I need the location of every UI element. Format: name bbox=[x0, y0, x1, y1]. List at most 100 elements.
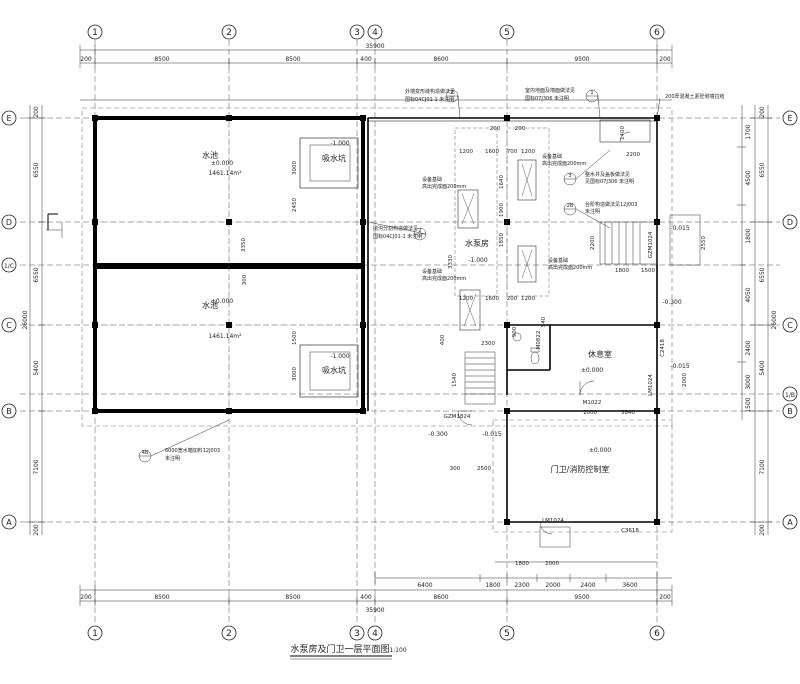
left-dim-4: 7100 bbox=[33, 459, 40, 474]
left-bubble-1c: 1/C bbox=[4, 263, 14, 270]
left-bubble-b: B bbox=[6, 407, 12, 416]
door-m1022: M1022 bbox=[583, 400, 602, 406]
inner-dim-34: 300 bbox=[242, 274, 248, 285]
inner-dim-25: 3000 bbox=[292, 161, 298, 175]
left-dim-1: 6550 bbox=[33, 162, 40, 177]
drawing-title-block: 水泵房及门卫一层平面图 1:100 bbox=[290, 643, 407, 660]
outside-level-2: -0.300 bbox=[662, 299, 682, 306]
left-axis-bubbles bbox=[1, 110, 17, 530]
inner-dim-29: 3000 bbox=[292, 367, 298, 381]
outside-level-4: -0.015 bbox=[670, 225, 690, 232]
equip-note-3b: 高出完成面200mm bbox=[548, 264, 592, 271]
note-top-3: 200厚混凝土素砼侧墙拉结 bbox=[665, 93, 725, 100]
bottom-dim-4: 8600 bbox=[433, 594, 448, 601]
bottom-dim-1: 8500 bbox=[154, 594, 169, 601]
top-bubble-3: 3 bbox=[354, 28, 360, 38]
right-dim-5: 200 bbox=[759, 524, 766, 536]
right-inner-4: 2400 bbox=[745, 340, 752, 355]
pump-level: -1.000 bbox=[468, 257, 488, 264]
inner-dim-32: 200 bbox=[490, 126, 501, 132]
inner-dim-28: 1500 bbox=[292, 331, 298, 345]
bottom-dim-5: 9500 bbox=[574, 594, 589, 601]
bottom-dim-3: 400 bbox=[360, 594, 372, 601]
right-dim-2: 6550 bbox=[759, 267, 766, 282]
equipment-bases bbox=[457, 119, 651, 331]
guard-room-name: 门卫/消防控制室 bbox=[551, 464, 610, 474]
window-c3618: C3618 bbox=[621, 528, 639, 534]
inner-dim-15: 1800 bbox=[615, 268, 629, 274]
drawing-title: 水泵房及门卫一层平面图 bbox=[290, 643, 389, 655]
rest-room-name: 休息室 bbox=[588, 349, 612, 359]
door-m0822: M0822 bbox=[536, 331, 542, 350]
top-dim-1: 8500 bbox=[154, 56, 169, 63]
grid-lines bbox=[20, 40, 780, 625]
inner-dim-21: 2200 bbox=[590, 236, 596, 250]
window-lm1024-right: LM1024 bbox=[648, 374, 654, 396]
window-lm1024-bottom: LM1024 bbox=[542, 518, 564, 524]
top-axis-bubbles bbox=[87, 24, 665, 40]
top-bubble-6: 6 bbox=[654, 28, 660, 38]
top-bubble-1: 1 bbox=[92, 28, 98, 38]
right-inner-5: 3000 bbox=[745, 374, 752, 389]
note-top-2b: 国标07J306 未注明 bbox=[525, 95, 569, 102]
right-bubble-c: C bbox=[787, 321, 793, 330]
top-dim-2: 8500 bbox=[285, 56, 300, 63]
equipment-hatch bbox=[461, 163, 533, 327]
inner-dim-33: 200 bbox=[515, 126, 526, 132]
site-boundary bbox=[81, 107, 673, 427]
ref-5: 2B bbox=[567, 203, 574, 209]
inner-dim-12: 1200 bbox=[521, 296, 535, 302]
inner-dim-10: 1600 bbox=[485, 296, 499, 302]
bottom-dim-2: 8500 bbox=[285, 594, 300, 601]
ref-4: 3 bbox=[568, 173, 571, 179]
left-bubble-e: E bbox=[6, 114, 11, 123]
pit-bottom-name: 吸水坑 bbox=[322, 365, 346, 375]
left-bubble-d: D bbox=[6, 218, 12, 227]
pool-top-area: 1461.14m² bbox=[208, 170, 242, 177]
door-gzm1824: GZM1824 bbox=[444, 414, 471, 420]
inner-dim-7: 1850 bbox=[499, 233, 505, 247]
equip-note-3: 设备基础 bbox=[548, 257, 568, 264]
inner-dim-30: 1800 bbox=[515, 561, 529, 567]
equip-note-2: 设备基础 bbox=[542, 153, 562, 160]
pump-room-walls bbox=[367, 117, 658, 411]
structural-columns bbox=[92, 115, 660, 525]
right-bubble-a: A bbox=[787, 518, 793, 527]
left-bubble-a: A bbox=[6, 518, 12, 527]
right-axis-bubbles bbox=[782, 110, 798, 530]
window-c2418: C2418 bbox=[660, 339, 666, 357]
top-dim-5: 9500 bbox=[574, 56, 589, 63]
inner-dim-11: 200 bbox=[507, 296, 518, 302]
bottom-detail-5: 3600 bbox=[622, 582, 637, 589]
callout-leaders bbox=[138, 89, 661, 463]
note-bottom: 6000宽水箱加料12J003 bbox=[165, 447, 220, 454]
inner-dim-1: 1200 bbox=[459, 149, 473, 155]
bottom-detail-0: 6400 bbox=[417, 582, 432, 589]
bottom-bubble-6: 6 bbox=[654, 629, 660, 639]
right-dim-1: 6550 bbox=[759, 162, 766, 177]
inner-dim-20: 2500 bbox=[477, 466, 491, 472]
top-bubble-5: 5 bbox=[504, 28, 510, 38]
bottom-dim-0: 200 bbox=[80, 594, 92, 601]
bottom-bubble-5: 5 bbox=[504, 629, 510, 639]
inner-dim-8: 3330 bbox=[448, 255, 454, 269]
pool-bottom-level: ±0.000 bbox=[211, 298, 233, 305]
inner-dim-6: 1900 bbox=[499, 203, 505, 217]
note-bottom-b: 未注明 bbox=[165, 455, 180, 462]
pump-room-name: 水泵房 bbox=[465, 238, 489, 248]
bottom-detail-2: 2300 bbox=[514, 582, 529, 589]
left-dimension-lines bbox=[26, 105, 63, 535]
inner-dim-19: 300 bbox=[450, 466, 461, 472]
right-bubble-d: D bbox=[787, 218, 793, 227]
inner-dim-17: 1000 bbox=[583, 410, 597, 416]
note-top-1b: 国标04CJ01-1 未注明 bbox=[405, 96, 454, 103]
left-dim-3: 5400 bbox=[33, 360, 40, 375]
bottom-dimension-lines bbox=[79, 561, 673, 606]
top-dim-6: 200 bbox=[659, 56, 671, 63]
inner-dim-5: 1640 bbox=[499, 175, 505, 189]
inner-dim-22: 1400 bbox=[620, 126, 626, 140]
top-dim-0: 200 bbox=[80, 56, 92, 63]
pump-entry-stair bbox=[599, 214, 701, 266]
